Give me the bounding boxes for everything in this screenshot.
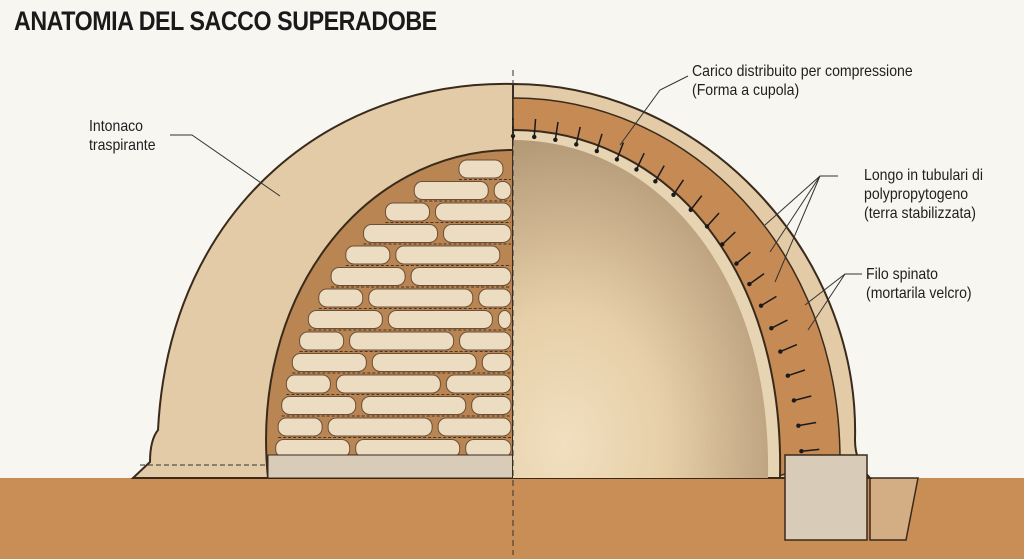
compression-arrow (596, 133, 603, 152)
earth-bag (395, 245, 501, 265)
compression-arrow (635, 152, 645, 170)
compression-arrow (533, 118, 537, 138)
label-wire-line2: (mortarila velcro) (866, 285, 972, 302)
leader-plaster (170, 134, 281, 197)
earth-bag (458, 159, 504, 179)
compression-arrow (793, 395, 812, 402)
earth-bag (437, 417, 512, 437)
label-plaster-line1: Intonaco (89, 118, 144, 135)
arrow-head (778, 349, 783, 354)
arrow-head (796, 423, 801, 428)
leader-bags (764, 175, 838, 283)
arrow-head (653, 179, 658, 184)
arrow-head (594, 148, 600, 154)
leader-load (619, 75, 689, 146)
arrow-head (574, 142, 579, 147)
arrow-head (799, 449, 804, 454)
earth-bag (345, 245, 391, 265)
earth-bag (371, 353, 477, 372)
arrow-head (553, 137, 558, 142)
earth-bag (349, 331, 455, 351)
arrow-head (704, 224, 710, 229)
compression-arrow (798, 421, 817, 427)
gravel-foundation-left (267, 454, 514, 479)
earth-bag (361, 396, 467, 415)
compression-arrow (721, 231, 736, 245)
earth-bag (443, 224, 512, 243)
label-plaster-line2: traspirante (89, 137, 156, 154)
label-bags-line1: Longo in tubulari di (864, 167, 983, 184)
earth-bag (471, 396, 512, 415)
earth-bag (299, 331, 345, 351)
label-load-line1: Carico distribuito per compressione (692, 63, 913, 80)
compression-arrow (787, 369, 806, 377)
compression-arrow (801, 448, 820, 452)
drainage-trench (869, 477, 919, 541)
compression-arrow (554, 121, 559, 140)
earth-bag (493, 181, 512, 200)
earth-bag (327, 417, 433, 437)
arrow-head (688, 207, 693, 213)
label-bags-line2: polypropytogeno (864, 186, 969, 203)
arrow-head (720, 242, 725, 247)
compression-arrow (706, 212, 720, 227)
label-bags: Longo in tubulari di polypropytogeno (te… (864, 166, 983, 223)
earth-bag (281, 396, 357, 415)
compression-arrow (654, 165, 665, 182)
compression-arrow (672, 179, 685, 196)
arrow-head (747, 281, 752, 287)
compression-arrow (760, 295, 777, 307)
earth-bag (285, 374, 331, 394)
earth-bag (434, 202, 512, 222)
earth-bag (445, 374, 512, 394)
earth-bag (413, 181, 489, 200)
compression-arrows (510, 118, 821, 480)
arrow-head (791, 398, 797, 403)
arrow-head (532, 134, 537, 140)
earth-bag (335, 374, 441, 394)
compression-arrow (771, 319, 788, 329)
arrow-head (671, 192, 676, 198)
label-load: Carico distribuito per compressione (For… (692, 62, 913, 100)
compression-arrow (616, 142, 625, 160)
compression-arrow (690, 195, 703, 211)
label-wire: Filo spinato (mortarila velcro) (866, 265, 972, 303)
label-bags-line3: (terra stabilizzata) (864, 205, 976, 222)
earth-bag (363, 224, 439, 243)
label-wire-line1: Filo spinato (866, 266, 939, 283)
interior-space (513, 140, 769, 478)
arrow-head (734, 261, 739, 266)
compression-arrow (575, 126, 581, 145)
compression-arrow (735, 251, 751, 265)
earth-bag (387, 310, 493, 329)
earth-bag (481, 353, 512, 372)
earth-bag (410, 267, 512, 286)
earth-bag (459, 331, 512, 351)
arrow-head (634, 167, 639, 172)
earth-bag (330, 267, 406, 286)
earth-bag (307, 310, 383, 329)
arrow-head (758, 303, 764, 308)
earth-bag (497, 310, 512, 329)
diagram-title: ANATOMIA DEL SACCO SUPERADOBE (14, 6, 437, 36)
arrow-head (769, 325, 774, 331)
arrow-head (614, 157, 620, 162)
label-plaster: Intonaco traspirante (89, 117, 156, 155)
earth-bag (277, 417, 323, 437)
earth-bag (318, 288, 364, 308)
earth-bag (384, 202, 430, 222)
gravel-foundation-right (784, 454, 868, 541)
label-load-line2: (Forma a cupola) (692, 82, 800, 99)
earth-bag (368, 288, 474, 308)
compression-arrow (748, 273, 765, 285)
earth-bag (478, 288, 512, 308)
earth-bag (291, 353, 367, 372)
arrow-head (785, 373, 791, 378)
leader-wire (804, 273, 862, 331)
bag-rows (275, 159, 512, 460)
compression-arrow (780, 343, 798, 353)
